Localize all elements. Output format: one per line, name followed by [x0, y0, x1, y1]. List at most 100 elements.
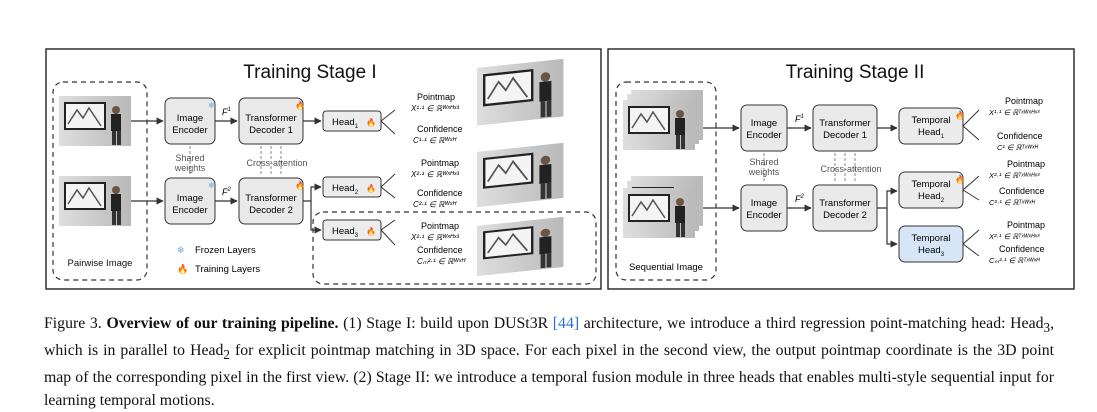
snowflake-icon: ❄ — [208, 181, 215, 190]
temporal-head-1 — [898, 107, 964, 145]
s1-out2-pointmap: Pointmap — [421, 158, 459, 168]
stage1-dec1-l1: Transformer — [245, 113, 296, 124]
input-image-2 — [58, 175, 132, 227]
stage2-enc2-l1: Image — [751, 198, 777, 209]
temporal-head-1-l1: Temporal — [911, 115, 950, 126]
citation-link[interactable]: [44] — [552, 315, 580, 332]
stage1-cross-attention: Cross-attention — [246, 158, 307, 168]
temporal-head-2-l2: Head2 — [918, 191, 945, 204]
temporal-head-2 — [898, 171, 964, 209]
fire-icon: 🔥 — [295, 180, 305, 190]
s2-out1-pointmap: Pointmap — [1005, 96, 1043, 106]
caption-bold: Overview of our training pipeline. — [106, 315, 339, 332]
training-pipeline-figure: Training Stage I Pairwise Image Image En… — [45, 48, 1075, 290]
s1-out2-confidence-math: C²·¹ ∈ ℝᵂˣᴴ — [413, 200, 457, 209]
s2-out3-confidence: Confidence — [999, 244, 1045, 254]
caption-label: Figure 3. — [44, 315, 102, 332]
stage2-dec2-l2: Decoder 2 — [823, 210, 867, 221]
stage2-title: Training Stage II — [786, 62, 925, 83]
s1-out1-pointmap: Pointmap — [417, 92, 455, 102]
stage2-cross-attention: Cross-attention — [820, 164, 881, 174]
head-2-label: Head2 — [332, 183, 359, 196]
s2-out1-pointmap-math: X¹·¹ ∈ ℝᵀˣᵂˣᴴˣ³ — [988, 108, 1040, 117]
s1-out1-confidence: Confidence — [417, 124, 463, 134]
s2-out1-confidence-math: C¹ ∈ ℝᵀˣᵂˣᴴ — [997, 143, 1038, 152]
stage1-f2: F2 — [222, 187, 232, 197]
input-image-1 — [58, 95, 132, 147]
figure-caption: Figure 3. Overview of our training pipel… — [44, 312, 1054, 412]
s1-out3-pointmap: Pointmap — [421, 221, 459, 231]
s1-out2-confidence: Confidence — [417, 188, 463, 198]
stage1-dec2-l1: Transformer — [245, 193, 296, 204]
stage1-shared-l1: Shared — [175, 153, 204, 163]
stage1-enc1-l1: Image — [177, 113, 203, 124]
sequential-label: Sequential Image — [629, 262, 703, 273]
legend-frozen: Frozen Layers — [195, 245, 256, 256]
pointmap-render-2 — [475, 141, 565, 209]
fire-icon: 🔥 — [177, 263, 188, 274]
caption-sub3: 3 — [1043, 320, 1051, 336]
s2-out2-confidence: Confidence — [999, 186, 1045, 196]
snowflake-icon: ❄ — [177, 245, 185, 255]
caption-text-b: architecture, we introduce a third regre… — [579, 315, 1044, 332]
s2-out2-confidence-math: C²·¹ ∈ ℝᵀˣᵂˣᴴ — [989, 198, 1035, 207]
stage2-frame — [607, 48, 1075, 290]
stage1-dec1-l2: Decoder 1 — [249, 125, 293, 136]
temporal-head-3-l1: Temporal — [911, 233, 950, 244]
caption-text-a: (1) Stage I: build upon DUSt3R — [343, 315, 553, 332]
s1-out2-pointmap-math: X²·¹ ∈ ℝᵂˣᴴˣ³ — [410, 170, 459, 179]
pointmap-render-3 — [475, 215, 565, 278]
fire-icon: 🔥 — [295, 100, 305, 110]
stage1-f1: F1 — [222, 107, 231, 117]
s1-out1-pointmap-math: X¹·¹ ∈ ℝᵂˣᴴˣ³ — [410, 104, 459, 113]
stage1-enc1-l2: Encoder — [172, 125, 207, 136]
s2-out3-pointmap-math: X²·¹ ∈ ℝᵀˣᵂˣᴴˣ³ — [988, 232, 1040, 241]
pointmap-render-1 — [475, 57, 565, 127]
fire-icon: 🔥 — [366, 183, 376, 193]
caption-sub2: 2 — [223, 347, 230, 363]
stage2-dec1-l2: Decoder 1 — [823, 130, 867, 141]
s2-out3-confidence-math: Cₘ²·¹ ∈ ℝᵀˣᵂˣᴴ — [989, 256, 1040, 265]
s2-out2-pointmap-math: X²·¹ ∈ ℝᵀˣᵂˣᴴˣ³ — [988, 171, 1040, 180]
pairwise-label: Pairwise Image — [68, 258, 133, 269]
stage2-f1: F1 — [795, 114, 804, 124]
snowflake-icon: ❄ — [208, 101, 215, 110]
stage2-dec1-l1: Transformer — [819, 118, 870, 129]
s1-out3-pointmap-math: X²·¹ ∈ ℝᵂˣᴴˣ³ — [410, 233, 459, 242]
temporal-head-3-l2: Head3 — [918, 245, 945, 258]
fire-icon: 🔥 — [955, 110, 965, 120]
temporal-head-3 — [898, 225, 964, 263]
temporal-head-1-l2: Head1 — [918, 127, 945, 140]
s1-out3-confidence-math: Cₘ²·¹ ∈ ℝᵂˣᴴ — [417, 257, 466, 266]
stage1-enc2-l2: Encoder — [172, 205, 207, 216]
temporal-head-2-l1: Temporal — [911, 179, 950, 190]
stage1-enc2-l1: Image — [177, 193, 203, 204]
s2-out1-confidence: Confidence — [997, 131, 1043, 141]
stage2-dec2-l1: Transformer — [819, 198, 870, 209]
stage1-shared-l2: weights — [174, 163, 206, 173]
stage1-dec2-l2: Decoder 2 — [249, 205, 293, 216]
head-1-label: Head1 — [332, 117, 359, 130]
stage2-f2: F2 — [795, 194, 805, 204]
fire-icon: 🔥 — [366, 117, 376, 127]
s1-out3-confidence: Confidence — [417, 245, 463, 255]
stage2-shared-l2: weights — [748, 167, 780, 177]
stage2-enc1-l1: Image — [751, 118, 777, 129]
pairwise-group — [52, 81, 148, 281]
s2-out3-pointmap: Pointmap — [1007, 220, 1045, 230]
fire-icon: 🔥 — [366, 226, 376, 236]
caption-text-d: for explicit pointmap matching in 3D spa… — [44, 342, 1054, 410]
sequential-frame — [622, 187, 696, 239]
head3-group — [312, 211, 597, 285]
sequential-frame — [622, 99, 696, 151]
caption-text-c: , which is in parallel to Head — [44, 315, 1055, 360]
stage2-enc1-l2: Encoder — [746, 130, 781, 141]
stage1-frame — [45, 48, 602, 290]
s1-out1-confidence-math: C¹·¹ ∈ ℝᵂˣᴴ — [413, 136, 457, 145]
fire-icon: 🔥 — [955, 174, 965, 184]
stage2-shared-l1: Shared — [749, 157, 778, 167]
head-3-label: Head3 — [332, 226, 359, 239]
stage1-title: Training Stage I — [243, 62, 376, 83]
s2-out2-pointmap: Pointmap — [1007, 159, 1045, 169]
stage2-enc2-l2: Encoder — [746, 210, 781, 221]
